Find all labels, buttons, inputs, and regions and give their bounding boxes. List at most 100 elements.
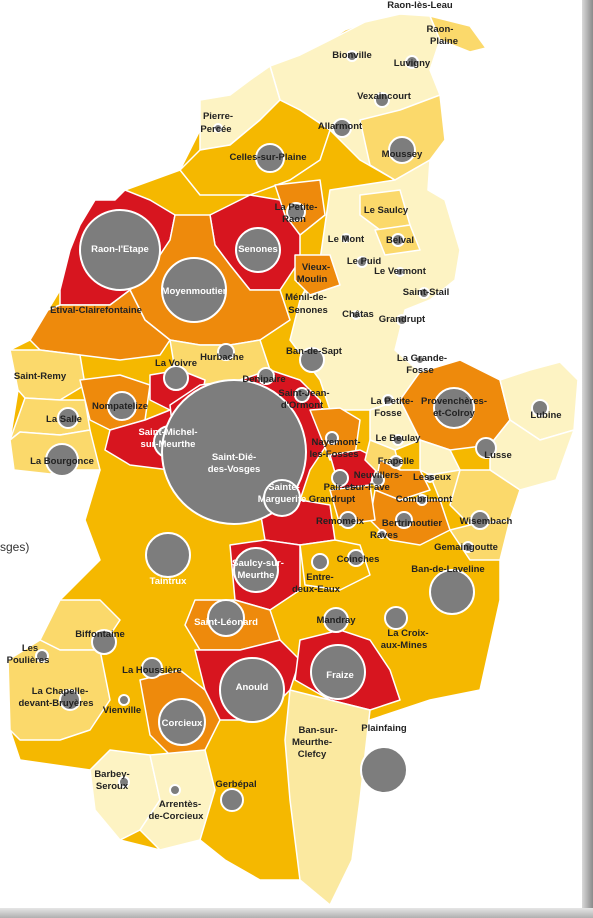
population-circle-la-croix-aux-mines	[384, 606, 408, 630]
label-celles-sur-plaine: Celles-sur-Plaine	[229, 152, 306, 163]
population-circle-ban-de-sapt	[299, 347, 325, 373]
label-fraize: Fraize	[326, 670, 353, 681]
label-frapelle: Frapelle	[378, 456, 414, 467]
population-circle-mandray	[323, 607, 349, 633]
population-circle-pierre-percee	[213, 123, 223, 133]
population-circle-la-bourgonce	[45, 443, 79, 477]
label-hurbache: Hurbache	[200, 352, 244, 363]
population-circle-moussey	[388, 136, 416, 164]
population-circle-lubine	[531, 399, 549, 417]
population-circle-moyenmoutier	[161, 257, 227, 323]
population-circle-provencheres-et-colroy	[433, 387, 475, 429]
label-corcieux: Corcieux	[162, 718, 203, 729]
label-la-houssiere: La Houssière	[122, 665, 182, 676]
label-plainfaing: Plainfaing	[361, 723, 407, 734]
label-raon-sur-plaine: Raon-Plaine	[427, 24, 458, 47]
label-vexaincourt: Vexaincourt	[357, 91, 412, 102]
population-circle-raves	[377, 529, 387, 539]
page-bottom-shadow	[0, 908, 593, 918]
label-raves: Raves	[370, 530, 398, 541]
label-ban-sur-meurthe-clefcy: Ban-sur-Meurthe-Clefcy	[292, 725, 338, 760]
label-ban-de-sapt: Ban-de-Sapt	[286, 346, 343, 357]
label-saint-leonard: Saint-Léonard	[194, 617, 258, 628]
label-ban-de-laveline: Ban-de-Laveline	[411, 564, 484, 575]
label-raon-les-leau: Raon-lès-Leau	[387, 0, 453, 11]
population-circle-belval	[391, 233, 405, 247]
population-circle-la-houssiere	[141, 657, 163, 679]
population-circle-luvigny	[405, 55, 419, 69]
label-le-puid: Le Puid	[347, 256, 382, 267]
label-le-vermont: Le Vermont	[374, 266, 427, 277]
label-grandrupt: Grandrupt	[379, 314, 426, 325]
population-circle-combrimont	[416, 494, 428, 506]
label-la-chapelle-devant-bruyeres: La Chapelle-devant-Bruyères	[19, 686, 94, 709]
population-circle-celles-sur-plaine	[255, 143, 285, 173]
page-edge-shadow	[582, 0, 593, 918]
label-la-croix-aux-mines: La Croix-aux-Mines	[381, 628, 429, 651]
region-vieux-moulin	[294, 254, 341, 296]
population-circle-allarmont	[332, 118, 352, 138]
population-circle-la-petite-raon	[286, 202, 306, 222]
label-chatas: Châtas	[342, 309, 374, 320]
label-saint-jean-d-ormont: Saint-Jean-d'Ormont	[278, 388, 329, 411]
label-biffontaine: Biffontaine	[75, 629, 125, 640]
label-lubine: Lubine	[530, 410, 561, 421]
population-circle-anould	[219, 657, 285, 723]
label-taintrux: Taintrux	[150, 576, 187, 587]
label-saint-michel-sur-meurthe: Saint-Michel-sur-Meurthe	[138, 427, 197, 450]
label-menil-de-senones: Ménil-de-Senones	[285, 292, 328, 316]
population-circle-le-puid	[356, 256, 368, 268]
population-circle-corcieux	[158, 698, 206, 746]
label-saulcy-sur-meurthe: Saulcy-sur-Meurthe	[232, 558, 284, 581]
label-remomeix: Remomeix	[316, 516, 365, 527]
label-coinches: Coinches	[337, 554, 380, 565]
label-luvigny: Luvigny	[394, 58, 431, 69]
legend-fragment: sges)	[0, 540, 30, 554]
population-circle-lesseux	[425, 473, 435, 483]
population-circle-fraize	[310, 644, 366, 700]
label-la-petite-fosse: La Petite-Fosse	[371, 396, 414, 419]
population-circle-neuvillers-sur-fave	[371, 473, 385, 487]
population-circle-pair-et-grandrupt	[331, 469, 349, 487]
population-circle-frapelle	[389, 455, 403, 469]
population-circle-la-salle	[57, 407, 79, 429]
population-circle-taintrux	[145, 532, 191, 578]
population-circle-le-mont	[341, 233, 351, 243]
population-circle-bertrimoutier	[395, 511, 413, 529]
region-celles	[179, 99, 331, 196]
label-barbey-seroux: Barbey-Seroux	[94, 769, 129, 792]
label-arrentes-de-corcieux: Arrentès-de-Corcieux	[149, 799, 205, 822]
label-anould: Anould	[236, 682, 269, 693]
population-circle-la-petite-fosse	[382, 394, 394, 406]
population-circle-entre-deux-eaux	[311, 553, 329, 571]
label-bertrimoutier: Bertrimoutier	[382, 518, 442, 529]
label-etival-clairefontaine: Etival-Clairefontaine	[50, 305, 142, 316]
label-la-salle: La Salle	[46, 414, 82, 425]
label-la-bourgonce: La Bourgonce	[30, 456, 94, 467]
population-circle-sainte-marguerite	[263, 479, 301, 517]
label-moyenmoutier: Moyenmoutier	[162, 286, 227, 297]
label-belval: Belval	[386, 235, 414, 246]
population-circle-coinches	[347, 549, 365, 567]
population-circle-gemaingoutte	[462, 541, 474, 553]
region-le-beulay	[369, 399, 421, 451]
population-circle-nayemont-les-fosses	[325, 431, 339, 445]
label-vienville: Vienville	[103, 705, 141, 716]
label-lusse: Lusse	[484, 450, 511, 461]
label-bionville: Bionville	[332, 50, 372, 61]
label-mandray: Mandray	[316, 615, 356, 626]
population-circle-plainfaing	[360, 746, 408, 794]
population-circle-les-poulieres	[35, 649, 49, 663]
label-pair-et-grandrupt: Pair-et-Grandrupt	[309, 482, 357, 505]
region-saint-remy	[9, 349, 86, 401]
label-le-beulay: Le Beulay	[376, 433, 422, 444]
label-le-mont: Le Mont	[328, 234, 365, 245]
region-etival	[29, 289, 171, 361]
label-denipaire: Denipaire	[242, 374, 285, 385]
label-lesseux: Lesseux	[413, 472, 452, 483]
label-saint-stail: Saint-Stail	[403, 287, 449, 298]
population-circle-biffontaine	[91, 629, 117, 655]
